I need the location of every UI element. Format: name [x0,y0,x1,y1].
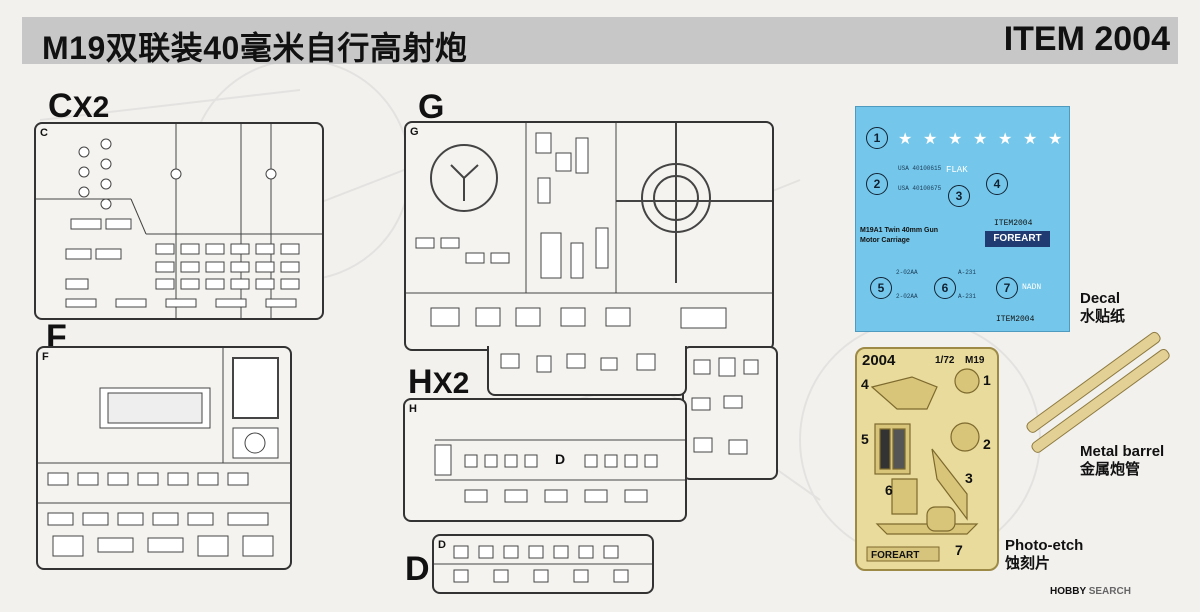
sprue-h-parts: D [434,439,685,503]
sprue-c-letter: C [48,87,73,125]
pe-part-7: 7 [955,542,963,558]
sprue-c-label: CX2 [48,89,109,123]
star-icon: ★ [1048,131,1063,148]
sprue-d: D [432,534,654,594]
decal-logo: FOREART [985,231,1050,247]
star-icon: ★ [923,131,938,148]
decal-item-bottom: ITEM2004 [996,315,1035,324]
decal-caption-cn: 水贴纸 [1080,308,1126,325]
item-code: ITEM 2004 [1003,20,1170,58]
barrel-caption-cn: 金属炮管 [1080,461,1141,478]
star-icon: ★ [1023,131,1038,148]
decal-serial-1: USA 40100615 [898,165,942,172]
sprue-f-label: F [46,320,67,354]
sprue-g-middle-frame [487,346,687,396]
pe-model: M19 [965,355,985,366]
sprue-g-lower-parts [691,357,759,455]
footer-brand: HOBBY [1050,586,1086,597]
decal-flak: FLAK [946,165,968,175]
sprue-h-label: HX2 [408,365,469,399]
decal-sheet: 1 ★ ★ ★ ★ ★ ★ ★ 2 USA 40100615 USA 40100… [855,106,1070,332]
sprue-g-tag: G [410,126,419,138]
decal-line-1: M19A1 Twin 40mm Gun [860,227,939,234]
sprue-c: C [34,122,324,320]
pe-part-2: 2 [983,436,991,452]
decal-name: NADN [1022,283,1042,292]
sprue-c-tag: C [40,127,48,139]
star-icon: ★ [898,131,913,148]
decal-number-6: 6 [934,277,956,299]
decal-code-1: A-231 [958,269,977,276]
decal-registration-2: 2-02AA [896,293,918,300]
sprue-h-inner-tag: D [555,451,565,467]
sprue-g-lower-frame [682,346,778,480]
pe-caption-en: Photo-etch [1005,537,1084,554]
sprue-g-parts [406,123,772,329]
sprue-g-middle-parts [500,353,656,373]
pe-part-5: 5 [861,431,869,447]
sprue-h: H D [403,398,687,522]
footer-suffix: SEARCH [1085,586,1131,597]
decal-number-5: 5 [870,277,892,299]
decal-caption: Decal 水贴纸 [1080,290,1125,326]
sprue-f: F [36,346,292,570]
barrel-caption-en: Metal barrel [1080,443,1165,460]
sprue-h-letter: H [408,363,433,401]
sprue-c-qty: X2 [72,91,110,124]
decal-number-1: 1 [866,127,888,149]
decal-item-top: ITEM2004 [994,219,1033,228]
sprue-d-parts [434,545,652,583]
decal-number-4: 4 [986,173,1008,195]
sprue-c-parts [36,124,322,318]
footer-watermark: HOBBY SEARCH [1050,586,1131,597]
decal-number-3: 3 [948,185,970,207]
star-icon: ★ [973,131,988,148]
sprue-f-tag: F [42,351,49,363]
pe-caption-cn: 蚀刻片 [1005,555,1051,572]
pe-logo: FOREART [871,550,919,561]
barrel-caption: Metal barrel 金属炮管 [1080,443,1164,479]
page-title: M19双联装40毫米自行高射炮 [42,30,468,66]
decal-number-2: 2 [866,173,888,195]
sprue-g: G [404,121,774,351]
sprue-d-label: D [405,552,430,586]
sprue-d-letter: D [405,550,430,588]
star-icon: ★ [948,131,963,148]
sprue-g-label: G [418,90,444,124]
star-icon: ★ [998,131,1013,148]
pe-caption: Photo-etch 蚀刻片 [1005,537,1083,573]
decal-caption-en: Decal [1080,290,1121,307]
pe-scale: 1/72 [935,355,955,366]
sprue-f-letter: F [46,318,67,356]
sprue-h-tag: H [409,403,417,415]
decal-number-7: 7 [996,277,1018,299]
decal-serial-2: USA 40100675 [898,185,942,192]
sprue-g-letter: G [418,88,445,126]
header-bar [22,17,1178,64]
pe-code: 2004 [862,352,896,369]
pe-part-3: 3 [965,470,973,486]
sprue-d-tag: D [438,539,446,551]
sprue-h-qty: X2 [432,367,470,400]
photo-etch-fret: 2004 1/72 M19 1 2 3 4 5 6 [855,347,999,571]
pe-part-6: 6 [885,482,893,498]
decal-registration-1: 2-02AA [896,269,918,276]
pe-part-1: 1 [983,372,991,388]
decal-line-2: Motor Carriage [860,237,910,244]
photo-etch-parts: 1 2 3 4 5 6 7 FOREART [861,368,991,562]
sprue-f-parts [38,348,290,557]
decal-code-2: A-231 [958,293,977,300]
pe-part-4: 4 [861,376,869,392]
